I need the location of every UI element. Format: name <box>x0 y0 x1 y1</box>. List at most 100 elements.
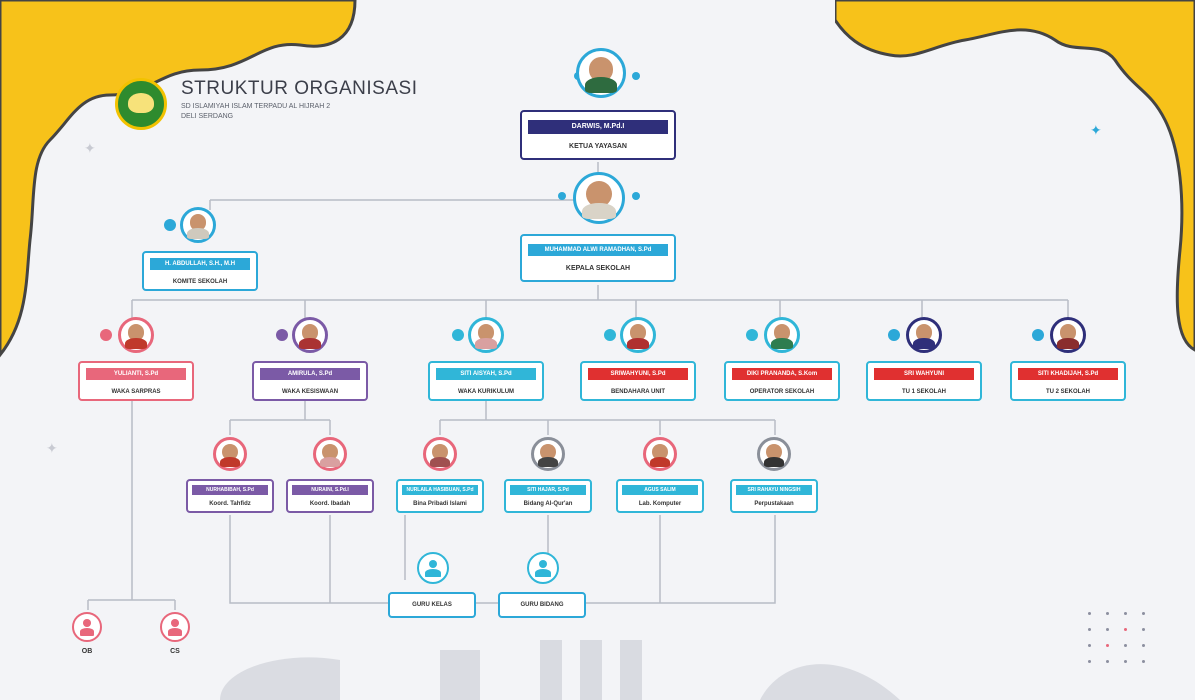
group-label: OB <box>81 648 93 655</box>
person-name: SITI AISYAH, S.Pd <box>436 368 536 380</box>
avatar <box>531 437 565 471</box>
node-cs: CS <box>158 612 194 668</box>
decor-dot <box>100 329 112 341</box>
person-name: SRIWAHYUNI, S.Pd <box>588 368 688 380</box>
name-card: SITI KHADIJAH, S.Pd TU 2 SEKOLAH <box>1010 361 1126 401</box>
avatar <box>423 437 457 471</box>
avatar <box>468 317 504 353</box>
avatar <box>620 317 656 353</box>
user-icon <box>417 552 449 584</box>
person-role: WAKA SARPRAS <box>111 389 161 395</box>
school-logo-icon <box>115 78 167 130</box>
node-level3-2: NURAINI, S.Pd.I Koord. Ibadah <box>286 435 376 517</box>
name-card: AMIRULA, S.Pd WAKA KESISWAAN <box>252 361 368 401</box>
name-card: GURU BIDANG <box>498 592 586 618</box>
decor-dot <box>558 192 566 200</box>
decor-dot <box>632 72 640 80</box>
person-name: SITI KHADIJAH, S.Pd <box>1018 368 1118 380</box>
avatar <box>180 207 216 243</box>
sparkle-icon: ✦ <box>84 140 96 156</box>
avatar <box>118 317 154 353</box>
yellow-drip-top-left <box>0 0 357 358</box>
group-label: GURU KELAS <box>412 602 452 608</box>
name-card: NURHABIBAH, S.Pd Koord. Tahfidz <box>186 479 274 513</box>
person-name: H. ABDULLAH, S.H., M.H <box>150 258 250 270</box>
person-name: YULIANTI, S.Pd <box>86 368 186 380</box>
person-name: SITI HAJAR, S.Pd <box>510 485 586 495</box>
node-komite-sekolah: H. ABDULLAH, S.H., M.H KOMITE SEKOLAH <box>142 205 262 295</box>
avatar <box>757 437 791 471</box>
name-card: SRI RAHAYU NINGSIH Perpustakaan <box>730 479 818 513</box>
decor-dot <box>632 192 640 200</box>
person-name: NURAINI, S.Pd.I <box>292 485 368 495</box>
person-role: Bina Pribadi Islami <box>413 501 467 507</box>
name-card: SRI WAHYUNI TU 1 SEKOLAH <box>866 361 982 401</box>
node-level2-3: SITI AISYAH, S.Pd WAKA KURIKULUM <box>428 315 546 405</box>
watermark-shapes <box>220 640 900 700</box>
person-role: Lab. Komputer <box>638 501 682 507</box>
node-level2-6: SRI WAHYUNI TU 1 SEKOLAH <box>866 315 984 405</box>
name-card: DIKI PRANANDA, S.Kom OPERATOR SEKOLAH <box>724 361 840 401</box>
decor-dot <box>452 329 464 341</box>
avatar <box>213 437 247 471</box>
page-subtitle-1: SD ISLAMIYAH ISLAM TERPADU AL HIJRAH 2 <box>181 103 331 110</box>
person-name: NURHABIBAH, S.Pd <box>192 485 268 495</box>
node-level2-7: SITI KHADIJAH, S.Pd TU 2 SEKOLAH <box>1010 315 1128 405</box>
page-subtitle-2: DELI SERDANG <box>181 113 234 120</box>
person-name: DARWIS, M.Pd.I <box>528 120 668 134</box>
person-name: NURLAILA HASIBUAN, S.Pd <box>402 485 478 495</box>
group-label: GURU BIDANG <box>520 602 564 608</box>
name-card: GURU KELAS <box>388 592 476 618</box>
page-title: STRUKTUR ORGANISASI <box>181 78 418 99</box>
avatar <box>906 317 942 353</box>
person-name: AMIRULA, S.Pd <box>260 368 360 380</box>
person-role: Perpustakaan <box>754 501 794 507</box>
person-name: AGUS SALIM <box>622 485 698 495</box>
person-name: SRI RAHAYU NINGSIH <box>736 485 812 495</box>
name-card: SRIWAHYUNI, S.Pd BENDAHARA UNIT <box>580 361 696 401</box>
node-guru-bidang: GURU BIDANG <box>498 552 588 624</box>
name-card: H. ABDULLAH, S.H., M.H KOMITE SEKOLAH <box>142 251 258 291</box>
person-role: WAKA KURIKULUM <box>457 389 515 395</box>
avatar <box>573 172 625 224</box>
node-level3-5: AGUS SALIM Lab. Komputer <box>616 435 706 517</box>
decor-dot <box>746 329 758 341</box>
person-role: TU 2 SEKOLAH <box>1045 389 1090 395</box>
node-guru-kelas: GURU KELAS <box>388 552 478 624</box>
name-card: AGUS SALIM Lab. Komputer <box>616 479 704 513</box>
avatar <box>643 437 677 471</box>
person-role: KETUA YAYASAN <box>569 143 627 150</box>
name-card: YULIANTI, S.Pd WAKA SARPRAS <box>78 361 194 401</box>
node-ob: OB <box>70 612 106 668</box>
node-level2-4: SRIWAHYUNI, S.Pd BENDAHARA UNIT <box>580 315 698 405</box>
avatar <box>313 437 347 471</box>
decor-dot <box>276 329 288 341</box>
node-level2-2: AMIRULA, S.Pd WAKA KESISWAAN <box>252 315 370 405</box>
sparkle-icon: ✦ <box>1090 122 1102 138</box>
node-level3-6: SRI RAHAYU NINGSIH Perpustakaan <box>730 435 820 517</box>
node-level2-5: DIKI PRANANDA, S.Kom OPERATOR SEKOLAH <box>724 315 842 405</box>
person-role: Koord. Ibadah <box>309 501 351 507</box>
sparkle-icon: ✦ <box>46 440 58 456</box>
person-role: OPERATOR SEKOLAH <box>749 389 815 395</box>
name-card: SITI AISYAH, S.Pd WAKA KURIKULUM <box>428 361 544 401</box>
user-icon <box>160 612 190 642</box>
node-kepala-sekolah: MUHAMMAD ALWI RAMADHAN, S.Pd KEPALA SEKO… <box>518 172 678 290</box>
name-card: NURLAILA HASIBUAN, S.Pd Bina Pribadi Isl… <box>396 479 484 513</box>
decor-dot-grid <box>1088 612 1158 670</box>
name-card: NURAINI, S.Pd.I Koord. Ibadah <box>286 479 374 513</box>
name-card: MUHAMMAD ALWI RAMADHAN, S.Pd KEPALA SEKO… <box>520 234 676 282</box>
node-level3-4: SITI HAJAR, S.Pd Bidang Al-Qur'an <box>504 435 594 517</box>
yellow-drip-top-right <box>835 0 1195 352</box>
node-level2-1: YULIANTI, S.Pd WAKA SARPRAS <box>78 315 196 405</box>
person-name: SRI WAHYUNI <box>874 368 974 380</box>
decor-dot <box>604 329 616 341</box>
name-card: DARWIS, M.Pd.I KETUA YAYASAN <box>520 110 676 160</box>
avatar <box>1050 317 1086 353</box>
person-role: Bidang Al-Qur'an <box>523 501 573 507</box>
name-card: SITI HAJAR, S.Pd Bidang Al-Qur'an <box>504 479 592 513</box>
person-role: KEPALA SEKOLAH <box>565 265 631 272</box>
avatar <box>576 48 626 98</box>
node-ketua-yayasan: DARWIS, M.Pd.I KETUA YAYASAN <box>518 48 678 166</box>
node-level3-3: NURLAILA HASIBUAN, S.Pd Bina Pribadi Isl… <box>396 435 486 517</box>
